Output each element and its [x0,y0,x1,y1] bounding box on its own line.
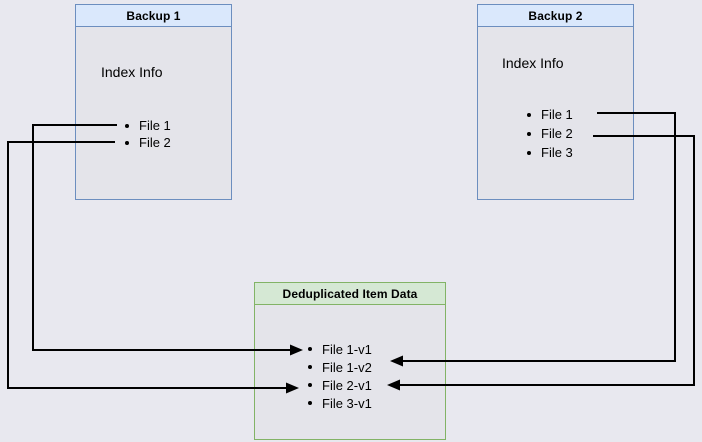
list-item: File 3-v1 [308,394,372,412]
backup2-title: Backup 2 [478,5,633,27]
dedup-body: File 1-v1 File 1-v2 File 2-v1 File 3-v1 [255,305,445,439]
backup1-file-2: File 2 [139,135,171,150]
list-item: File 1-v2 [308,358,372,376]
list-item: File 1-v1 [308,340,372,358]
dedup-title: Deduplicated Item Data [255,283,445,305]
bullet-icon [527,131,531,136]
bullet-icon [308,365,312,369]
backup1-file-list: File 1 File 2 [125,117,171,151]
list-item: File 1 [125,117,171,134]
backup1-file-1: File 1 [139,118,171,133]
backup2-index-info-label: Index Info [502,55,564,71]
backup1-title: Backup 1 [76,5,231,27]
list-item: File 1 [527,105,573,124]
bullet-icon [527,112,531,117]
list-item: File 2 [527,124,573,143]
bullet-icon [125,140,129,145]
bullet-icon [308,401,312,405]
bullet-icon [308,383,312,387]
backup1-index-info-label: Index Info [101,64,163,80]
backup1-body: Index Info File 1 File 2 [76,27,231,199]
dedup-item-list: File 1-v1 File 1-v2 File 2-v1 File 3-v1 [308,340,372,412]
list-item: File 2 [125,134,171,151]
backup2-file-list: File 1 File 2 File 3 [527,105,573,162]
bullet-icon [308,347,312,351]
backup2-file-3: File 3 [541,145,573,160]
list-item: File 2-v1 [308,376,372,394]
backup1-box: Backup 1 Index Info File 1 File 2 [75,4,232,200]
list-item: File 3 [527,143,573,162]
backup2-file-2: File 2 [541,126,573,141]
bullet-icon [125,123,129,128]
backup2-box: Backup 2 Index Info File 1 File 2 File 3 [477,4,634,200]
dedup-item-file1-v2: File 1-v2 [322,359,372,375]
dedup-item-file3-v1: File 3-v1 [322,395,372,411]
dedup-box: Deduplicated Item Data File 1-v1 File 1-… [254,282,446,440]
backup2-body: Index Info File 1 File 2 File 3 [478,27,633,199]
backup2-file-1: File 1 [541,107,573,122]
dedup-item-file2-v1: File 2-v1 [322,377,372,393]
bullet-icon [527,150,531,155]
dedup-item-file1-v1: File 1-v1 [322,341,372,357]
